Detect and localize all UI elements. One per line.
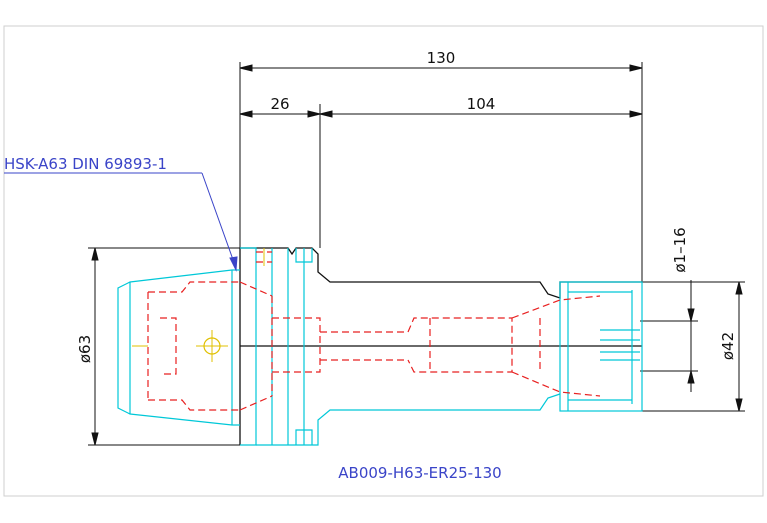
holder-profile	[117, 247, 643, 446]
dim-flange-diameter: ø63	[76, 335, 94, 363]
dim-clamping-range: ø1–16	[671, 227, 689, 272]
part-number-label: AB009-H63-ER25-130	[338, 464, 501, 482]
centerline-marks	[132, 248, 265, 362]
dim-nut-diameter: ø42	[719, 332, 737, 360]
dim-overall-length: 130	[427, 49, 456, 67]
drawing-frame	[3, 25, 764, 497]
interface-standard-label: HSK-A63 DIN 69893-1	[4, 155, 167, 173]
dim-body-length: 104	[467, 95, 496, 113]
hidden-lines	[147, 251, 601, 411]
dimension-lines	[88, 62, 745, 446]
dim-taper-length: 26	[270, 95, 289, 113]
standard-leader	[4, 172, 238, 272]
holder-outline	[239, 247, 642, 445]
